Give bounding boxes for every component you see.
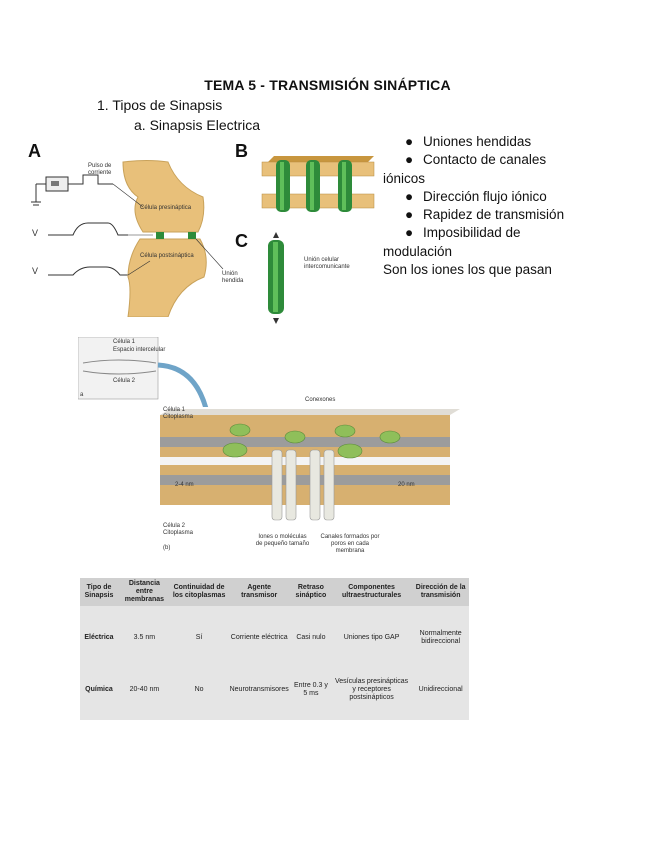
inset-mark: a [80,392,84,398]
panel-c-label: C [235,231,248,251]
table-header: Continuidad de los citoplasmas [170,578,228,606]
inset-cell1-label: Célula 1 [113,339,136,345]
postsynaptic-label: Célula postsináptica [140,253,194,259]
inset-cell2-label: Célula 2 [113,378,136,384]
table-cell: Vesículas presinápticas y receptores pos… [335,677,409,701]
panel-b-label: B [235,141,248,161]
list-item-types: 1. Tipos de Sinapsis [97,97,223,113]
panel-a-label: A [28,141,41,161]
table-header-row: Tipo de Sinapsis Distancia entre membran… [80,578,469,606]
figure2-membranes [160,409,460,521]
bullet-icon: ● [405,207,414,223]
closing-line: Son los iones los que pasan [383,262,552,278]
list-item-electrical: a. Sinapsis Electrica [134,117,261,133]
caption-left: Iones o moléculas de pequeño tamaño [255,534,310,547]
list-item: ●Contacto de canales iónicos [383,152,547,186]
table-cell: Química [85,685,113,693]
table-header: Distancia entre membranas [117,578,171,606]
figure2-inset [78,337,209,407]
table-row: Química 20-40 nm No Neurotransmisores En… [80,659,469,720]
list-item: ●Uniones hendidas [383,133,583,151]
table-cell: Corriente eléctrica [230,633,288,641]
table-header: Dirección de la transmisión [412,578,469,606]
table-header: Agente transmisor [227,578,291,606]
intercellular-space [160,457,450,465]
table-cell: Sí [195,633,203,641]
channel-pore [271,449,283,521]
bullet-icon: ● [405,134,414,149]
connexon [229,423,251,437]
v1-trace [48,222,128,236]
electrode-label: Pulso de corriente [88,163,112,176]
membrane-1-upper [160,415,450,437]
table-cell: Normalmente bidireccional [419,629,462,645]
arrow-down-icon [273,318,279,324]
bullet-icon: ● [405,225,414,241]
inset-junction-label: Espacio intercelular [113,347,166,353]
table-header: Retraso sináptico [291,578,331,606]
table-header: Tipo de Sinapsis [80,578,118,606]
panel-b-mark: (b) [163,545,171,551]
panel-b-diagram [261,156,375,212]
table-cell: Uniones tipo GAP [343,633,400,641]
page-title: TEMA 5 - TRANSMISIÓN SINÁPTICA [204,77,451,93]
table-cell: Eléctrica [84,633,114,641]
list-item: ●Rapidez de transmisión [383,206,583,224]
presynaptic-label: Célula presináptica [140,205,192,211]
v1-label: V [32,228,39,238]
table-row: Eléctrica 3.5 nm Sí Corriente eléctrica … [80,616,469,659]
synapse-comparison-table: Tipo de Sinapsis Distancia entre membran… [80,578,469,720]
caption-right: Canales formados por poros en cada membr… [320,534,380,554]
space-left-label: 2-4 nm [175,482,194,488]
table-cell: 3.5 nm [133,633,156,641]
postsynaptic-cell [127,238,207,317]
list-item: ●Dirección flujo iónico [383,188,583,206]
v2-trace [48,266,128,276]
table-cell: 20-40 nm [129,685,160,693]
table-header: Componentes ultraestructurales [330,578,413,606]
gap-junction [156,232,164,239]
cell1-label: Célula 1 Citoplasma [163,407,194,420]
table-cell: Casi nulo [296,633,326,641]
bullet-icon: ● [405,152,414,168]
table-cell: Neurotransmisores [229,685,289,693]
v2-label: V [32,266,39,276]
panel-a-diagram [31,160,224,317]
membrane-2-lower [160,485,450,505]
channel-label: Unión celular intercomunicante [304,257,350,270]
bullet-list: ●Uniones hendidas ●Contacto de canales i… [383,133,583,279]
connexons-label: Conexones [305,397,336,403]
arrow-up-icon [273,232,279,238]
pulse-trace [68,174,113,185]
table-cell: Entre 0.3 y 5 ms [293,681,328,697]
space-right-label: 20 nm [398,482,415,488]
bullet-icon: ● [405,188,414,204]
table-cell: Unidireccional [418,685,463,693]
junction-label: Unión hendida [222,271,244,284]
zoom-arrow [157,362,209,407]
presynaptic-cell [122,160,205,233]
table-cell: No [194,685,204,693]
ground-icon [31,183,46,206]
list-item: ●Imposibilidad de modulación [383,225,521,259]
cell2-label: Célula 2 Citoplasma [163,523,194,536]
panel-c-diagram [268,232,284,324]
